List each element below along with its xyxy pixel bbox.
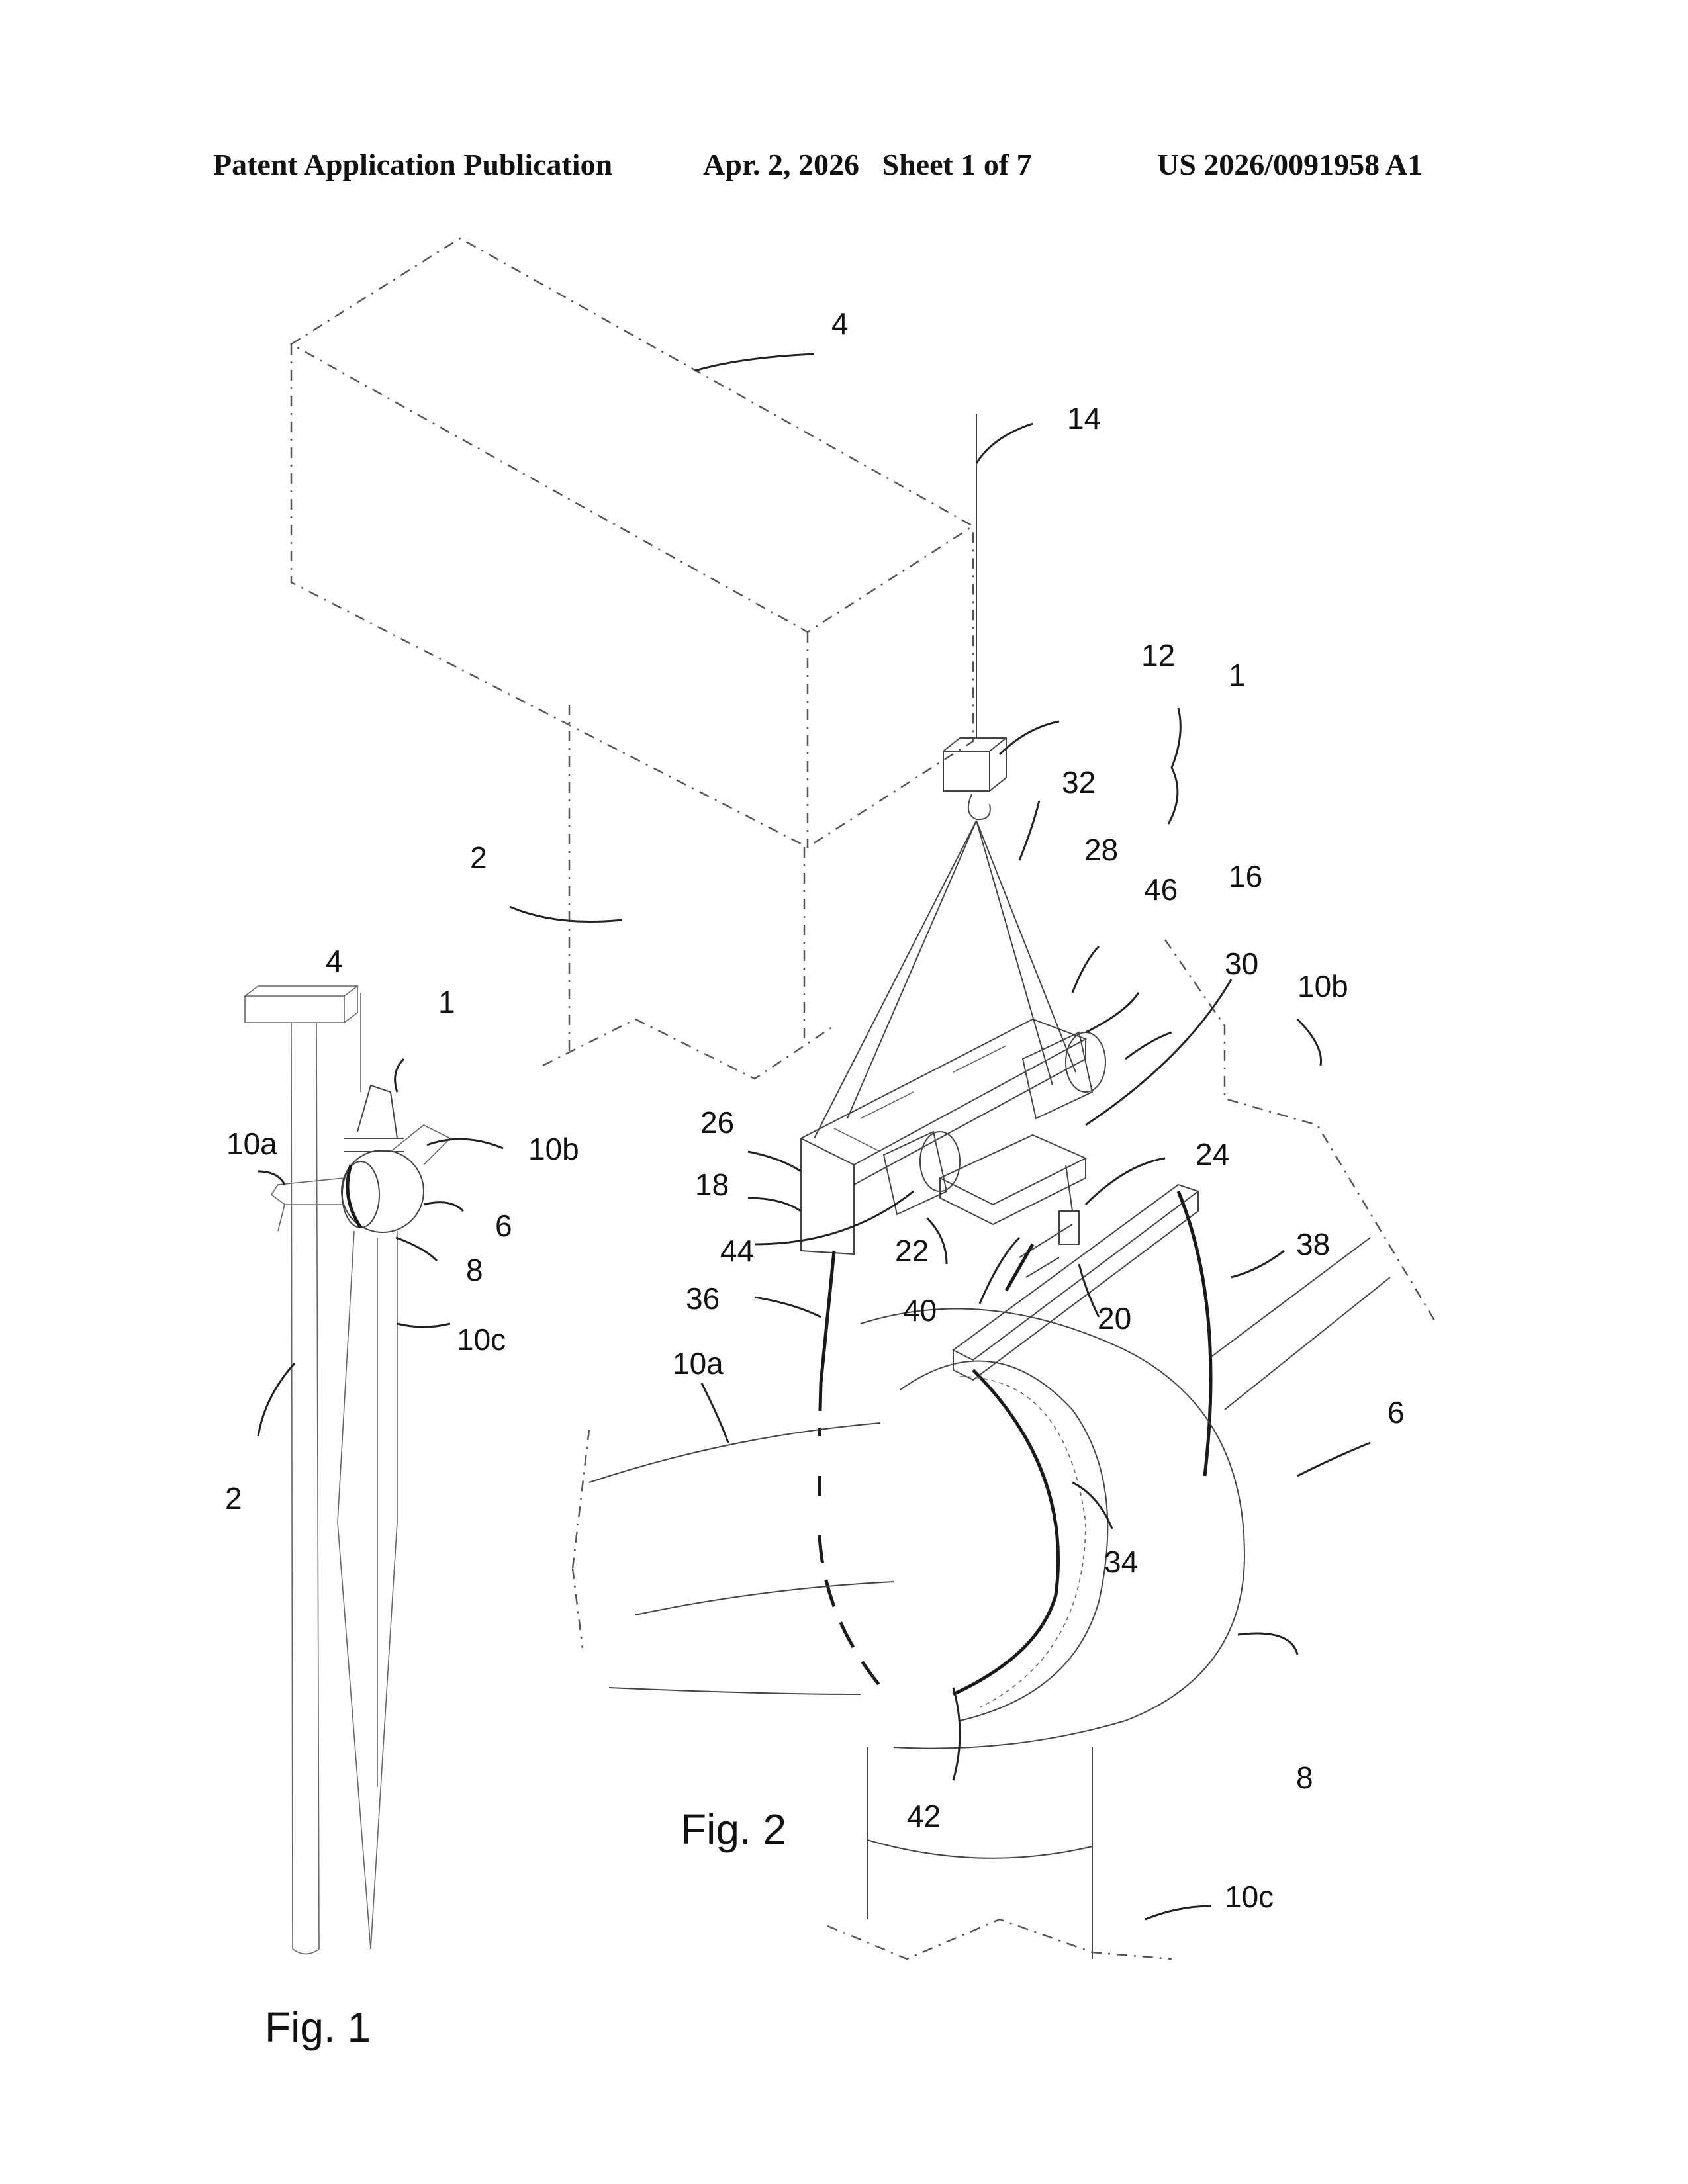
fig2-nacelle <box>291 238 973 632</box>
fig2-strap-34 <box>953 1370 1058 1694</box>
fig2-label-14: 14 <box>1067 401 1101 435</box>
fig2-hub <box>861 1309 1244 1749</box>
fig2-counterweight <box>801 1138 854 1254</box>
fig2-strap-38 <box>1178 1191 1211 1476</box>
fig2-strap-36 <box>821 1251 834 1383</box>
fig1-label-2: 2 <box>225 1481 242 1516</box>
fig2-label-12: 12 <box>1141 638 1175 672</box>
fig2-caption: Fig. 2 <box>680 1805 786 1853</box>
fig2-label-8: 8 <box>1296 1760 1313 1795</box>
fig1-label-10b: 10b <box>528 1132 579 1166</box>
fig2-label-30: 30 <box>1225 946 1258 981</box>
fig1-label-4: 4 <box>326 944 343 978</box>
fig2-label-38: 38 <box>1296 1227 1330 1261</box>
fig2-cylinder-46 <box>1023 1032 1092 1118</box>
fig2-label-20: 20 <box>1098 1301 1131 1336</box>
fig2-label-1: 1 <box>1229 658 1246 692</box>
fig2-label-10a: 10a <box>673 1346 724 1381</box>
fig1-yoke <box>357 1085 397 1138</box>
fig2-label-26: 26 <box>700 1105 734 1140</box>
fig1-tower <box>291 1023 319 1954</box>
fig2-label-22: 22 <box>895 1234 929 1268</box>
fig2-strap-hidden <box>820 1383 887 1694</box>
fig2-label-10b: 10b <box>1297 969 1348 1003</box>
fig2-blade-10b <box>1211 1238 1390 1410</box>
fig1-caption: Fig. 1 <box>265 2003 371 2051</box>
fig2-slings <box>814 821 1076 1138</box>
fig2-label-6: 6 <box>1387 1395 1405 1430</box>
fig1-label-8: 8 <box>466 1253 483 1287</box>
fig2-blade-10c <box>867 1747 1092 1959</box>
fig2-label-44: 44 <box>720 1234 754 1268</box>
fig2-label-4: 4 <box>831 306 849 341</box>
fig2-label-36: 36 <box>686 1281 720 1316</box>
fig2-hook-block <box>943 738 1006 791</box>
fig2-label-16: 16 <box>1229 859 1262 893</box>
fig1-label-1: 1 <box>438 985 455 1019</box>
fig2-label-10c: 10c <box>1225 1880 1274 1914</box>
fig2-tower <box>569 705 804 1052</box>
fig2-label-40: 40 <box>903 1293 937 1328</box>
fig2-label-18: 18 <box>695 1167 729 1202</box>
fig1-label-10a: 10a <box>226 1126 277 1161</box>
fig2-label-2: 2 <box>470 841 487 875</box>
fig2-drawing <box>291 238 1436 1959</box>
fig2-label-42: 42 <box>907 1799 941 1833</box>
fig2-label-34: 34 <box>1104 1545 1138 1579</box>
fig2-blade-10a <box>589 1423 894 1694</box>
fig1-blade-10c <box>338 1231 397 1949</box>
fig2-label-32: 32 <box>1062 765 1096 799</box>
fig2-label-28: 28 <box>1084 833 1118 867</box>
fig2-label-46: 46 <box>1144 872 1178 907</box>
fig2-strap-40 <box>1006 1244 1033 1291</box>
fig2-connector <box>1059 1165 1079 1244</box>
fig1-blade-10b <box>391 1125 450 1165</box>
fig1-hub <box>342 1150 424 1232</box>
fig1-label-6: 6 <box>495 1208 512 1243</box>
fig2-label-24: 24 <box>1196 1137 1229 1171</box>
fig1-nacelle <box>245 986 357 996</box>
fig1-label-10c: 10c <box>457 1322 506 1357</box>
fig1-drawing <box>245 986 503 1954</box>
fig2-yoke-frame <box>801 1019 1086 1165</box>
